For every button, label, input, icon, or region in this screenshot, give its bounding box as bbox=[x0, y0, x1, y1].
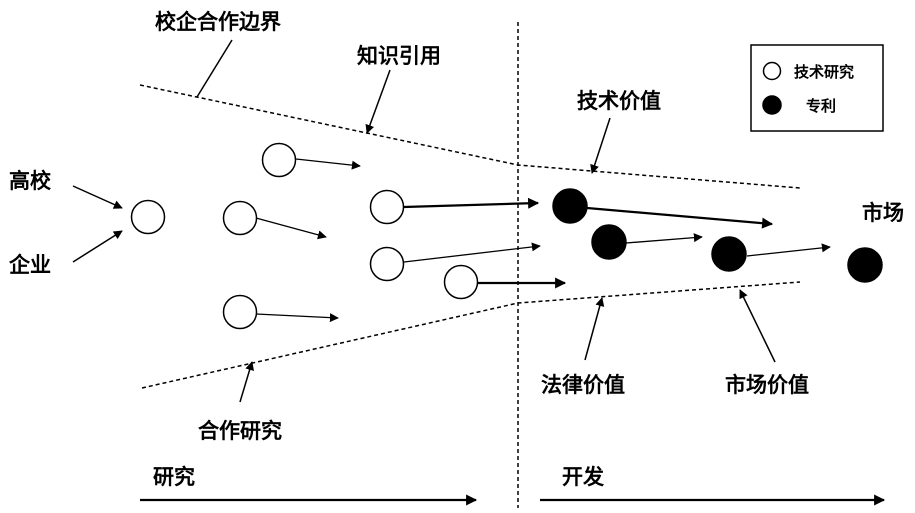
flow-arrow bbox=[255, 217, 327, 240]
boundary-label: 校企合作边界 bbox=[155, 10, 281, 34]
knowledge-citation-pointer bbox=[365, 69, 391, 134]
technical-value-pointer bbox=[590, 117, 611, 174]
legal-value-pointer bbox=[584, 297, 605, 361]
funnel-boundary bbox=[139, 22, 801, 508]
knowledge-citation-label: 知识引用 bbox=[357, 44, 441, 68]
legend-open-circle-swatch bbox=[762, 61, 782, 81]
cooperative-research-label: 合作研究 bbox=[198, 419, 282, 443]
diagram-labels: 校企合作边界 知识引用 技术价值 高校 企业 市场 法律价值 市场价值 合作研究… bbox=[8, 10, 904, 489]
technical-value-label: 技术价值 bbox=[577, 89, 661, 113]
university-label: 高校 bbox=[9, 169, 52, 193]
market-value-label: 市场价值 bbox=[725, 373, 809, 397]
technical-research-node bbox=[222, 200, 258, 236]
patent-node bbox=[847, 247, 883, 283]
legend-technical-research-label: 技术研究 bbox=[794, 63, 854, 81]
research-phase-label: 研究 bbox=[153, 465, 195, 489]
legend: 技术研究 专利 bbox=[750, 44, 884, 132]
flow-arrow bbox=[586, 206, 774, 229]
legal-value-label: 法律价值 bbox=[541, 373, 625, 397]
development-phase-label: 开发 bbox=[562, 465, 605, 489]
market-label: 市场 bbox=[862, 201, 904, 225]
boundary-pointer bbox=[196, 39, 233, 98]
technical-research-node bbox=[443, 264, 479, 300]
technical-research-node bbox=[222, 294, 258, 330]
cooperative-research-pointer bbox=[239, 361, 254, 403]
flow-arrow bbox=[403, 242, 541, 263]
label-pointers bbox=[72, 39, 776, 403]
upper-boundary-line bbox=[139, 84, 801, 189]
legend-frame bbox=[750, 44, 884, 132]
flow-arrow bbox=[295, 158, 361, 170]
patent-node bbox=[711, 236, 747, 272]
flow-arrow bbox=[403, 197, 540, 209]
technical-research-node bbox=[261, 142, 297, 178]
flow-arrows bbox=[255, 158, 831, 323]
enterprise-label: 企业 bbox=[8, 253, 51, 277]
flow-arrow bbox=[625, 233, 703, 244]
technical-research-node bbox=[369, 189, 405, 225]
market-value-pointer bbox=[739, 289, 776, 363]
technical-research-node bbox=[130, 199, 166, 235]
patent-node bbox=[552, 188, 588, 224]
university-pointer bbox=[72, 185, 123, 209]
flow-arrow bbox=[255, 313, 339, 323]
enterprise-pointer bbox=[72, 230, 123, 263]
technical-research-nodes bbox=[130, 142, 479, 330]
flow-arrow bbox=[746, 243, 831, 257]
technical-research-node bbox=[369, 246, 405, 282]
patent-nodes bbox=[552, 188, 883, 283]
patent-node bbox=[591, 224, 627, 260]
legend-patent-label: 专利 bbox=[806, 97, 836, 115]
legend-filled-circle-swatch bbox=[762, 95, 782, 115]
